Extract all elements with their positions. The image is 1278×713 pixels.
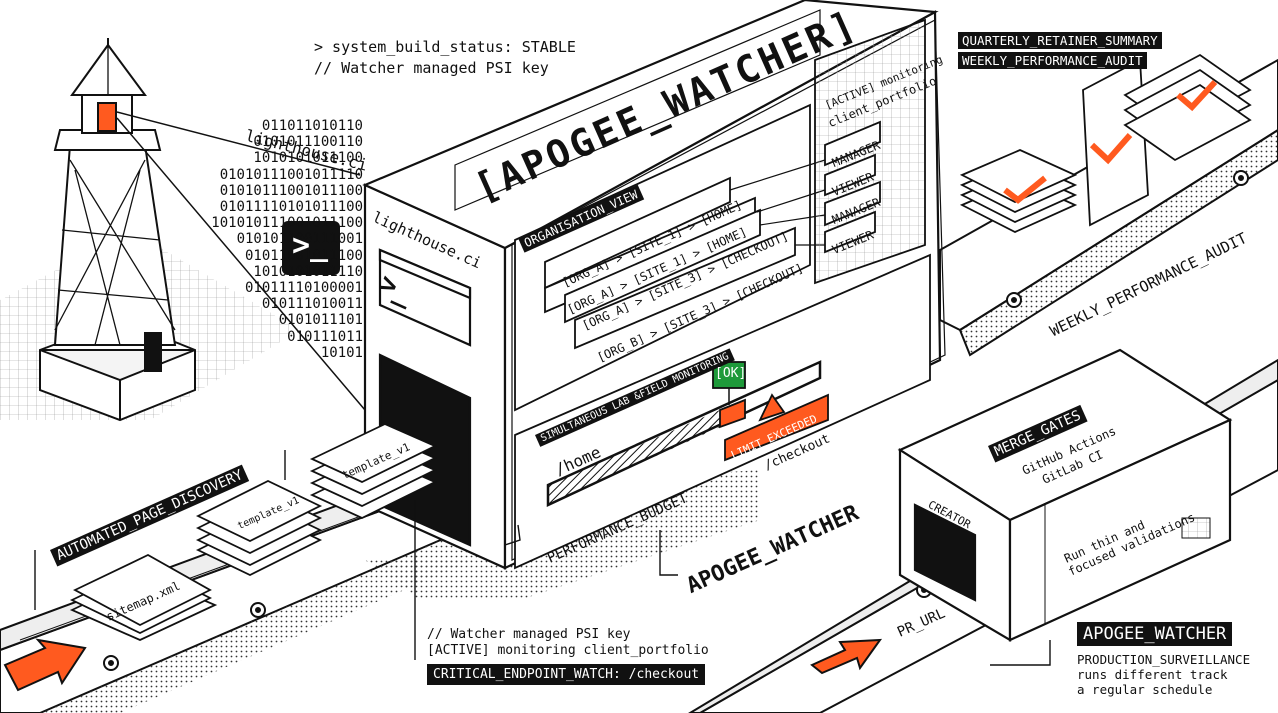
portfolio-grid [814, 18, 926, 285]
binary-line: 011011010110 [261, 118, 363, 134]
template-v1-stack [309, 423, 438, 519]
psi-key-comment: // Watcher managed PSI key [314, 59, 549, 77]
callout-leaders [34, 450, 1051, 666]
report-stack-weekly [959, 149, 1078, 233]
binary-line: 0101011101 [278, 312, 363, 329]
binary-line: 01011110101011100 [219, 199, 363, 216]
different-track-line: runs different track [1077, 667, 1228, 682]
ok-badge: [OK] [715, 366, 747, 381]
binary-line: 01011001011100 [244, 247, 363, 264]
binary-line: 01011110100001 [244, 280, 363, 297]
callout-active-monitoring: [ACTIVE] monitoring client_portfolio [427, 643, 709, 658]
binary-line: 1010101011110 [253, 263, 363, 280]
lighthouse-icon [39, 38, 366, 422]
binary-line: 01010111001011100 [219, 182, 363, 199]
binary-line: 010101100111001 [236, 231, 363, 248]
organisation-view-panel [514, 103, 826, 412]
terminal-icon [282, 221, 340, 275]
callout-psi-comment: // Watcher managed PSI key [427, 627, 631, 642]
binary-line: 010111010011 [261, 296, 363, 313]
flow-arrow-icon [3, 638, 87, 692]
production-surveillance-line: PRODUCTION_SURVEILLANCE [1077, 652, 1251, 667]
sitemap-stack [69, 553, 218, 641]
binary-line: 1010101011100 [253, 150, 363, 167]
template-v0-stack [195, 479, 323, 577]
apogee-watcher-callout-title: APOGEE_WATCHER [1077, 622, 1233, 646]
terminal-glyph: >_ [292, 228, 329, 263]
quarterly-summary-label: QUARTERLY_RETAINER_SUMMARY [958, 32, 1162, 49]
weekly-audit-label: WEEKLY_PERFORMANCE_AUDIT [958, 52, 1147, 69]
binary-line: 101010111001011100 [211, 215, 363, 232]
merge-machine [897, 348, 1233, 642]
binary-line: 10101 [320, 344, 363, 361]
binary-line: 01010111001011110 [219, 166, 363, 183]
pr-flow-arrow-icon [810, 638, 883, 675]
regular-schedule-line: a regular schedule [1077, 682, 1213, 697]
monitoring-panel [514, 253, 931, 570]
binary-line: 010111011 [287, 328, 363, 345]
critical-endpoint-badge: CRITICAL_ENDPOINT_WATCH: /checkout [427, 664, 706, 685]
build-status-line: > system_build_status: STABLE [314, 38, 576, 56]
binary-line: 0101011100110 [253, 134, 363, 151]
report-stack-quarterly [1082, 53, 1252, 227]
